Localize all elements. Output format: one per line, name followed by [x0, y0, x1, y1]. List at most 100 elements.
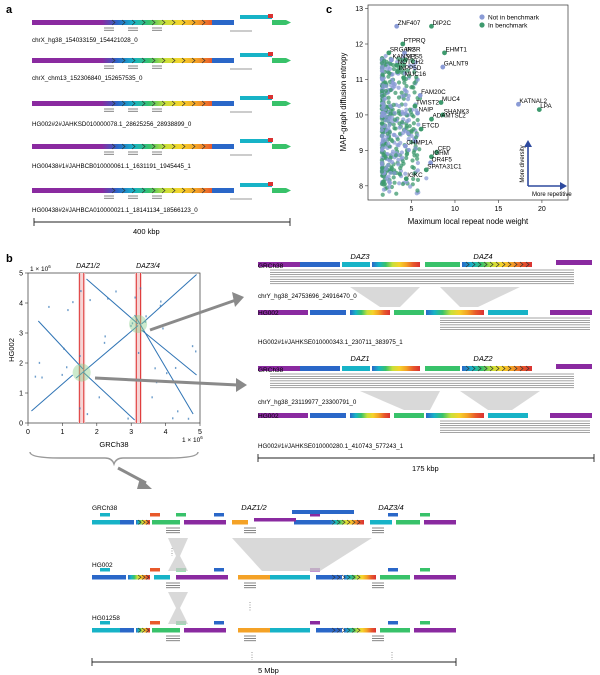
x-tick-label: 5 — [198, 429, 202, 436]
track-segment — [272, 144, 286, 149]
alignment-line — [141, 329, 197, 376]
labeled-point — [440, 112, 446, 118]
track-segment — [212, 101, 234, 106]
point-not-in-benchmark — [399, 150, 405, 155]
point-not-in-benchmark — [381, 83, 386, 88]
point-in-benchmark — [407, 123, 412, 129]
track-segment — [176, 575, 228, 580]
direction-chevron — [501, 365, 506, 372]
direction-chevron — [513, 261, 518, 268]
point-in-benchmark — [399, 57, 404, 62]
point-in-benchmark — [383, 88, 389, 94]
direction-chevron — [471, 365, 476, 372]
track-segment — [238, 575, 270, 580]
track-mark — [388, 513, 398, 517]
haplotype-track-1 — [32, 14, 291, 32]
labeled-point — [402, 143, 408, 149]
track-segment — [272, 58, 286, 63]
dotplot-mark — [67, 309, 69, 312]
point-in-benchmark — [407, 73, 412, 79]
scale-label-large: 5 Mbp — [258, 666, 279, 675]
direction-chevron — [161, 100, 166, 107]
point-in-benchmark — [404, 152, 409, 157]
track-arrowhead — [286, 101, 291, 106]
point-in-benchmark — [394, 191, 399, 196]
point-label: INSR — [406, 46, 421, 53]
direction-chevron — [356, 627, 361, 633]
direction-chevron — [356, 574, 361, 580]
point-not-in-benchmark — [379, 162, 385, 167]
track-segment — [212, 20, 234, 25]
track-label-4: HG00438#1#JAHBCB010000061.1_1631191_1945… — [32, 163, 191, 170]
direction-chevron — [507, 365, 512, 372]
track-segment — [556, 260, 592, 265]
track-segment — [488, 310, 528, 315]
direction-chevron — [181, 19, 186, 26]
dotplot-region-daz12: DAZ1/2 — [76, 263, 100, 270]
scale-bar-a — [33, 218, 291, 226]
point-not-in-benchmark — [401, 54, 406, 59]
track-segment — [102, 144, 212, 149]
alignment-line — [86, 278, 139, 325]
point-in-benchmark — [409, 140, 414, 145]
scale-label-zoom: 175 kbp — [412, 464, 439, 473]
x-tick-label: 5 — [410, 206, 414, 213]
track-mark — [214, 568, 224, 572]
panel-letter-c: c — [326, 4, 332, 16]
point-in-benchmark — [412, 171, 417, 176]
track-segment — [294, 520, 330, 525]
y-tick-label: 5 — [19, 271, 23, 278]
point-in-benchmark — [397, 172, 403, 177]
direction-chevron — [525, 261, 530, 268]
connector-shape — [232, 538, 372, 571]
scatter-points — [379, 23, 542, 197]
direction-chevron — [141, 57, 146, 64]
point-not-in-benchmark — [415, 168, 420, 173]
point-label: SRGAP2 — [390, 46, 416, 53]
direction-chevron — [121, 187, 126, 194]
large-label-hg002: HG002 — [92, 562, 113, 569]
point-label: IGKC — [407, 172, 423, 179]
point-not-in-benchmark — [390, 151, 395, 157]
y-tick-label: 2 — [19, 361, 23, 368]
point-in-benchmark — [383, 154, 388, 159]
point-not-in-benchmark — [383, 118, 388, 123]
dotplot-mark — [174, 366, 177, 369]
scatter-ylabel: MAP-graph diffusion entropy — [339, 53, 348, 152]
dotplot-x-exponent: 1 × 106 — [182, 435, 203, 444]
direction-chevron — [346, 519, 351, 525]
track-segment — [154, 575, 170, 580]
track-label-2: chrX_chm13_152306840_152657535_0 — [32, 75, 143, 82]
labeled-point — [402, 50, 407, 56]
direction-chevron — [489, 365, 494, 372]
labeled-point — [395, 69, 400, 75]
labeled-point — [442, 50, 447, 56]
scale-label-a: 400 kbp — [133, 227, 160, 236]
direction-chevron — [111, 19, 116, 26]
point-in-benchmark — [386, 100, 391, 105]
dotplot-mark — [66, 366, 68, 369]
direction-chevron — [141, 519, 146, 525]
point-in-benchmark — [394, 146, 399, 151]
point-in-benchmark — [386, 70, 391, 75]
track-segment — [32, 188, 102, 193]
track-segment — [372, 366, 420, 371]
track-segment — [32, 101, 102, 106]
track-segment — [136, 520, 150, 525]
direction-chevron — [145, 519, 150, 525]
track-segment — [342, 262, 370, 267]
dotplot-mark — [195, 350, 197, 353]
dotplot-mark — [127, 417, 129, 420]
track-mark — [420, 568, 430, 572]
track-segment — [426, 413, 484, 418]
point-not-in-benchmark — [381, 103, 386, 109]
large-connectors — [168, 538, 393, 660]
direction-chevron — [489, 261, 494, 268]
track-segment — [380, 628, 410, 633]
point-label: INPP5D — [399, 65, 422, 72]
track-label-1: chrX_hg38_154033159_154421028_0 — [32, 37, 138, 44]
gene-label-daz2: DAZ2 — [473, 354, 493, 363]
point-not-in-benchmark — [416, 122, 421, 127]
haplotype-track-4 — [32, 138, 291, 156]
connector-shape — [440, 287, 520, 307]
